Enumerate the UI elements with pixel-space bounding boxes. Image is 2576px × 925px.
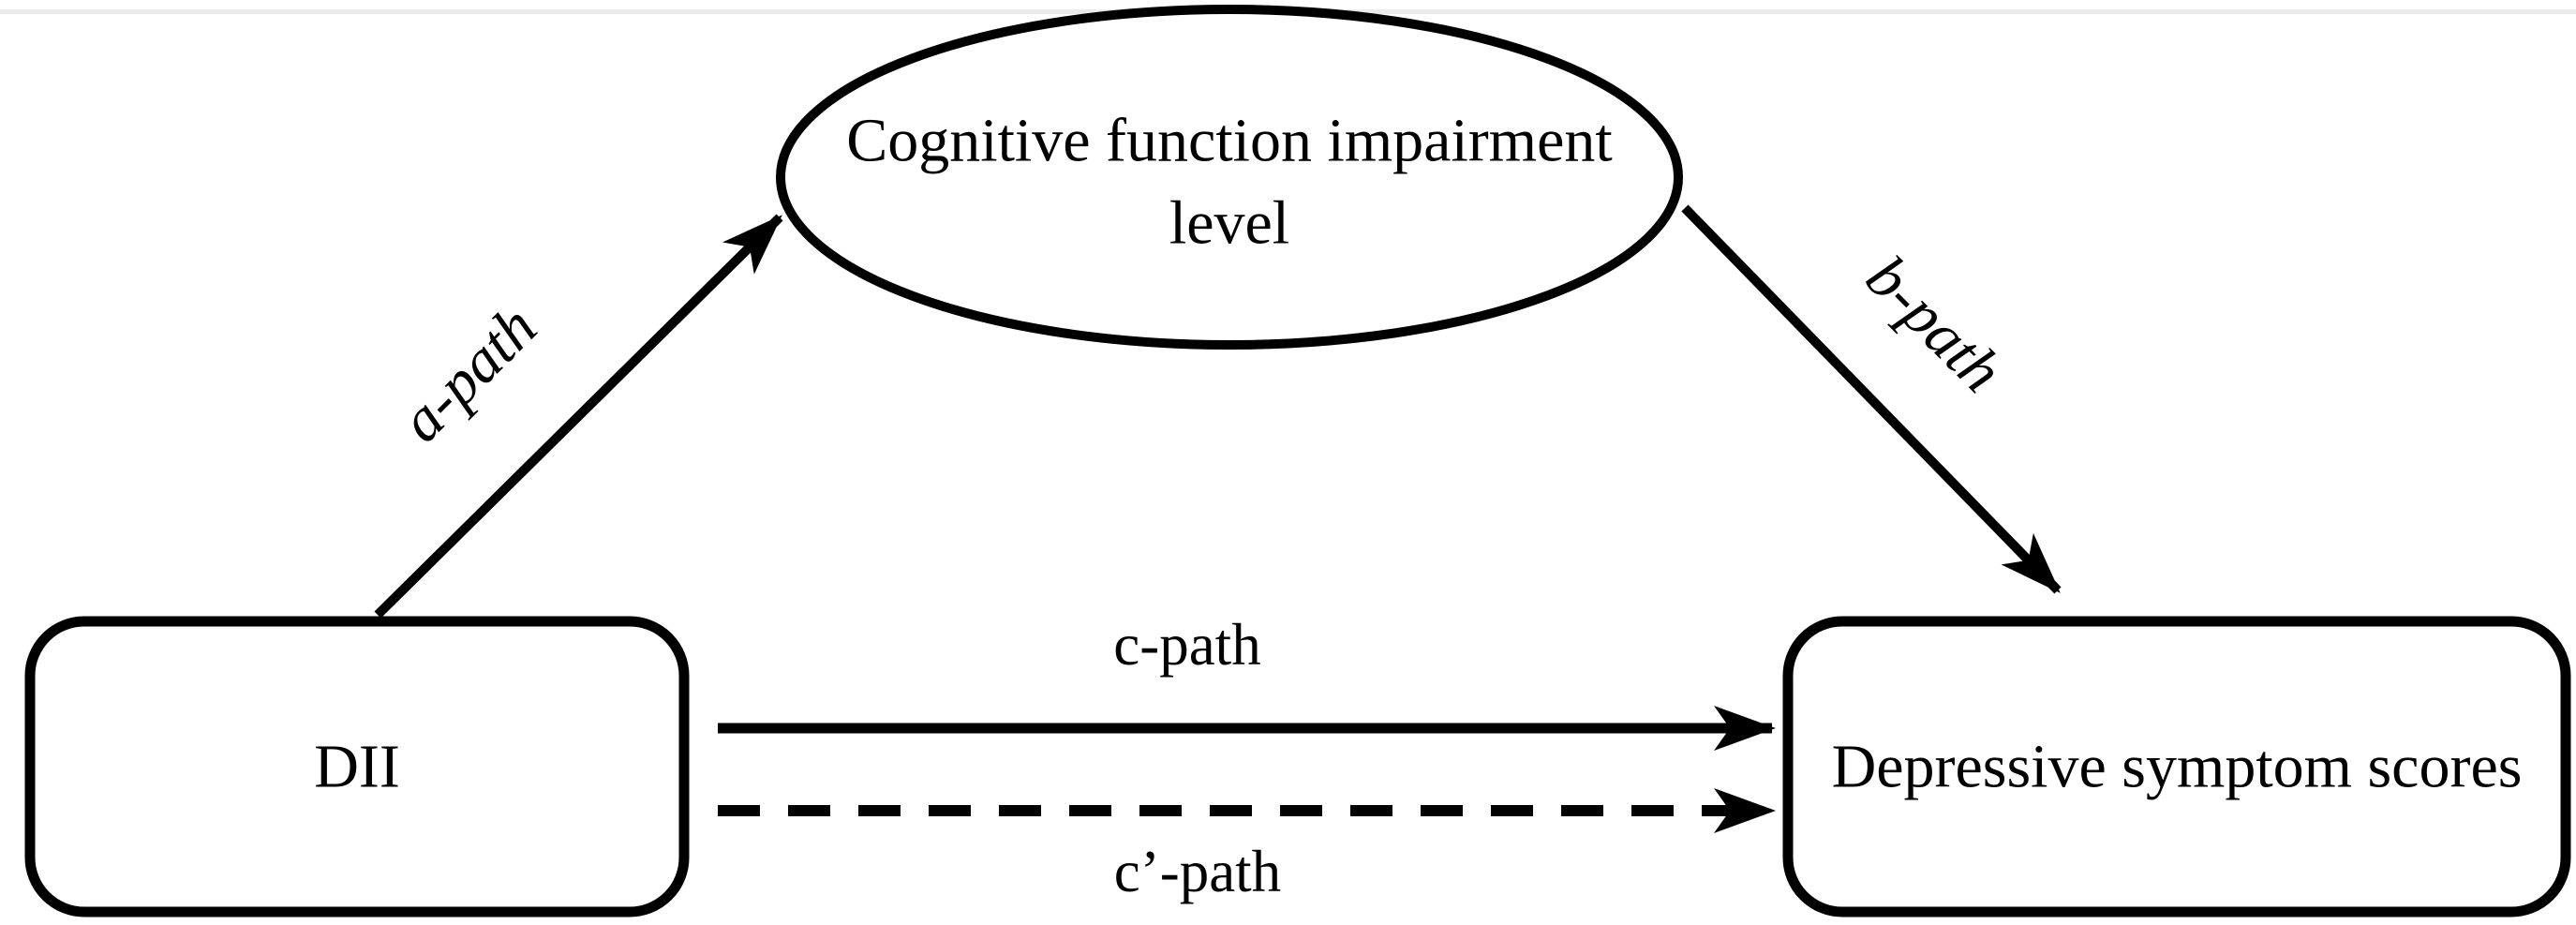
mediator-label-line2: level <box>1169 189 1289 258</box>
c-path-label: c-path <box>1113 612 1260 678</box>
a-path-label: a-path <box>387 292 549 455</box>
predictor-node <box>24 616 690 918</box>
mediator-node <box>776 5 1683 350</box>
b-path-arrow <box>1681 204 2062 594</box>
outcome-node <box>1782 616 2571 918</box>
mediator-label-line1: Cognitive function impairment <box>846 107 1613 175</box>
c-prime-path-label: c’-path <box>1114 839 1281 904</box>
b-path-label: b-path <box>1853 243 2015 405</box>
predictor-label: DII <box>314 733 400 801</box>
a-path-arrow <box>374 214 783 619</box>
outcome-label: Depressive symptom scores <box>1832 733 2523 801</box>
